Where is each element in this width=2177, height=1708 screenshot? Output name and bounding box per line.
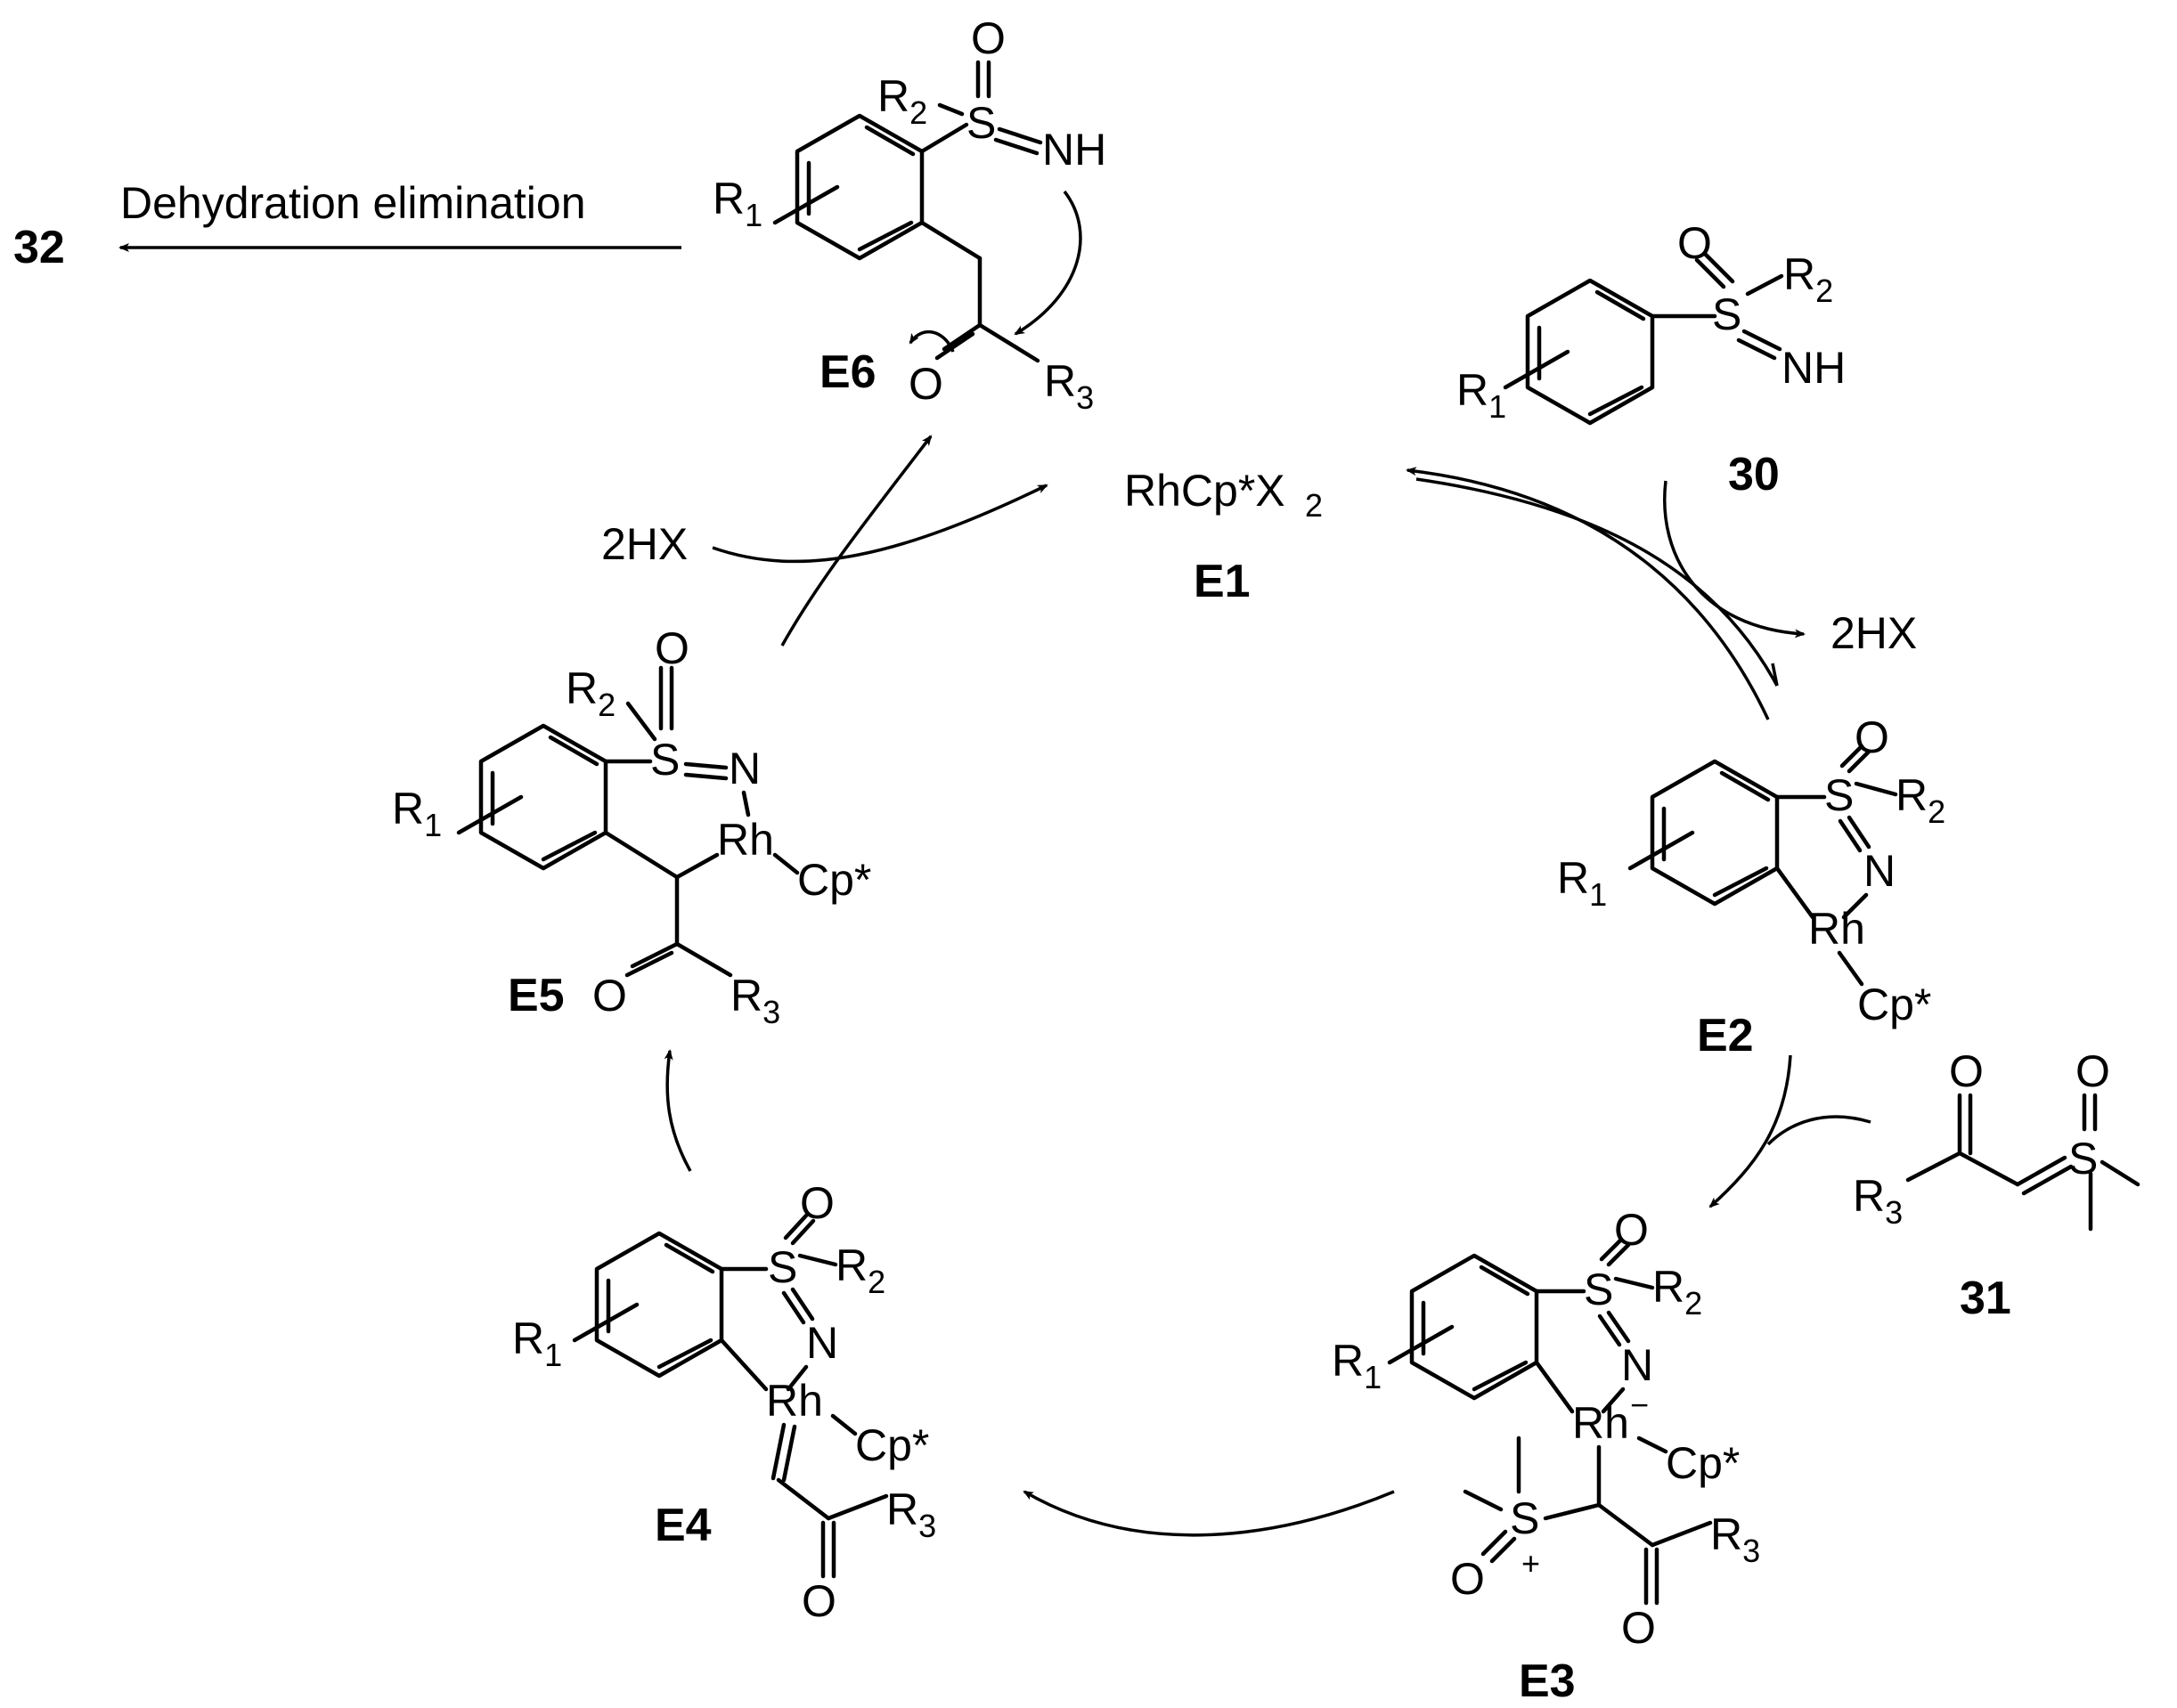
label-E6: E6 [819,346,877,398]
svg-text:Cp*: Cp* [797,855,871,905]
svg-text:Rh: Rh [717,815,774,865]
svg-text:O: O [802,1576,836,1626]
svg-text:O: O [1677,218,1712,268]
svg-text:N: N [1863,846,1896,896]
label-32: 32 [13,222,65,273]
svg-text:R3: R3 [730,971,780,1030]
svg-text:O: O [971,13,1006,63]
svg-text:Rh: Rh [1808,904,1865,954]
intermediate-E6: R1 S O R2 NH R3 O E6 [713,13,1106,416]
dehydration-step: Dehydration elimination 32 [13,178,681,273]
reagent-31-arrow [1766,1115,1871,1146]
svg-text:O: O [655,623,689,673]
svg-text:R3: R3 [1044,356,1094,416]
svg-text:O: O [1614,1205,1649,1255]
svg-text:S: S [1510,1493,1539,1543]
svg-text:S: S [650,735,680,785]
svg-text:R2: R2 [1896,770,1945,830]
compound-31: R3 O S O 31 [1853,1046,2140,1324]
sulfur-30: S [1712,289,1741,339]
e2-to-e3-arrow [1708,1054,1792,1208]
svg-text:R2: R2 [877,71,927,131]
svg-text:O: O [1621,1603,1656,1653]
svg-text:R2: R2 [1783,249,1833,309]
label-E2: E2 [1697,1010,1754,1061]
intermediate-E2: R1 S O R2 N Rh Cp* E2 [1557,712,1945,1061]
svg-text:Cp*: Cp* [1666,1438,1740,1488]
r1-label-30: R1 [1456,365,1506,425]
svg-text:R1: R1 [512,1314,562,1373]
svg-text:O: O [1949,1046,1984,1096]
svg-text:S: S [1824,770,1854,820]
svg-text:O: O [2075,1046,2110,1096]
dehydration-label: Dehydration elimination [120,178,586,228]
svg-text:−: − [1630,1387,1649,1423]
label-E4: E4 [655,1500,712,1551]
intermediate-E4: R1 S O R2 N Rh Cp* R3 O E4 [512,1178,936,1626]
svg-text:R1: R1 [392,784,442,843]
svg-text:Cp*: Cp* [855,1420,929,1470]
substrate-30-arrow [1663,480,1806,638]
svg-text:R3: R3 [1710,1509,1760,1569]
svg-text:+: + [1521,1545,1540,1582]
label-E1: E1 [1194,556,1251,607]
svg-text:O: O [800,1178,835,1228]
svg-text:O: O [1855,712,1889,762]
nucleophilic-attack-arrow [1014,190,1082,336]
catalyst-E1: RhCp*X 2 E1 [1124,466,1323,607]
svg-text:R1: R1 [1332,1336,1382,1395]
svg-text:S: S [768,1242,797,1292]
svg-text:S: S [966,98,996,148]
svg-text:Rh: Rh [1572,1398,1629,1448]
hx-to-e1-arrow [712,484,1048,564]
svg-text:O: O [592,971,627,1021]
svg-text:R1: R1 [713,174,762,233]
e5-to-e6-arrow [780,435,933,647]
svg-text:NH: NH [1042,125,1106,175]
svg-text:S: S [2068,1134,2098,1183]
svg-text:N: N [806,1318,838,1368]
svg-text:S: S [1584,1265,1613,1314]
catalyst-formula: RhCp*X [1124,466,1285,516]
e4-to-e5-arrow [664,1049,692,1172]
compound-30: R1 S O R2 NH 30 [1456,218,1846,500]
svg-text:R2: R2 [566,663,616,723]
e3-to-e4-arrow [1023,1490,1395,1537]
svg-text:R2: R2 [1652,1262,1702,1322]
label-30: 30 [1728,449,1780,500]
svg-text:N: N [729,744,761,793]
svg-text:O: O [1450,1554,1485,1604]
svg-text:NH: NH [1782,343,1846,393]
svg-text:R2: R2 [836,1240,885,1300]
svg-text:R1: R1 [1557,853,1607,913]
svg-text:R3: R3 [886,1484,936,1544]
hx-consumed: 2HX [601,519,688,569]
svg-text:R3: R3 [1853,1171,1903,1231]
e2-to-e1-arrow [1406,467,1770,720]
benzene-ring-30 [1525,278,1655,426]
electron-push-arrow [909,329,955,353]
hx-released: 2HX [1830,608,1917,658]
intermediate-E3: R1 S O R2 N Rh − Cp* S + O R3 O E3 [1332,1205,1760,1707]
label-E3: E3 [1519,1655,1576,1707]
label-31: 31 [1960,1273,2011,1324]
catalyst-subscript: 2 [1305,487,1323,524]
svg-text:Rh: Rh [766,1376,823,1426]
e1-to-e2-arrow [1415,477,1779,687]
intermediate-E5: R1 S O R2 N Rh Cp* R3 O E5 [392,623,871,1030]
svg-text:N: N [1621,1340,1653,1390]
svg-text:Cp*: Cp* [1857,980,1931,1029]
svg-text:O: O [909,359,943,409]
label-E5: E5 [508,970,565,1021]
